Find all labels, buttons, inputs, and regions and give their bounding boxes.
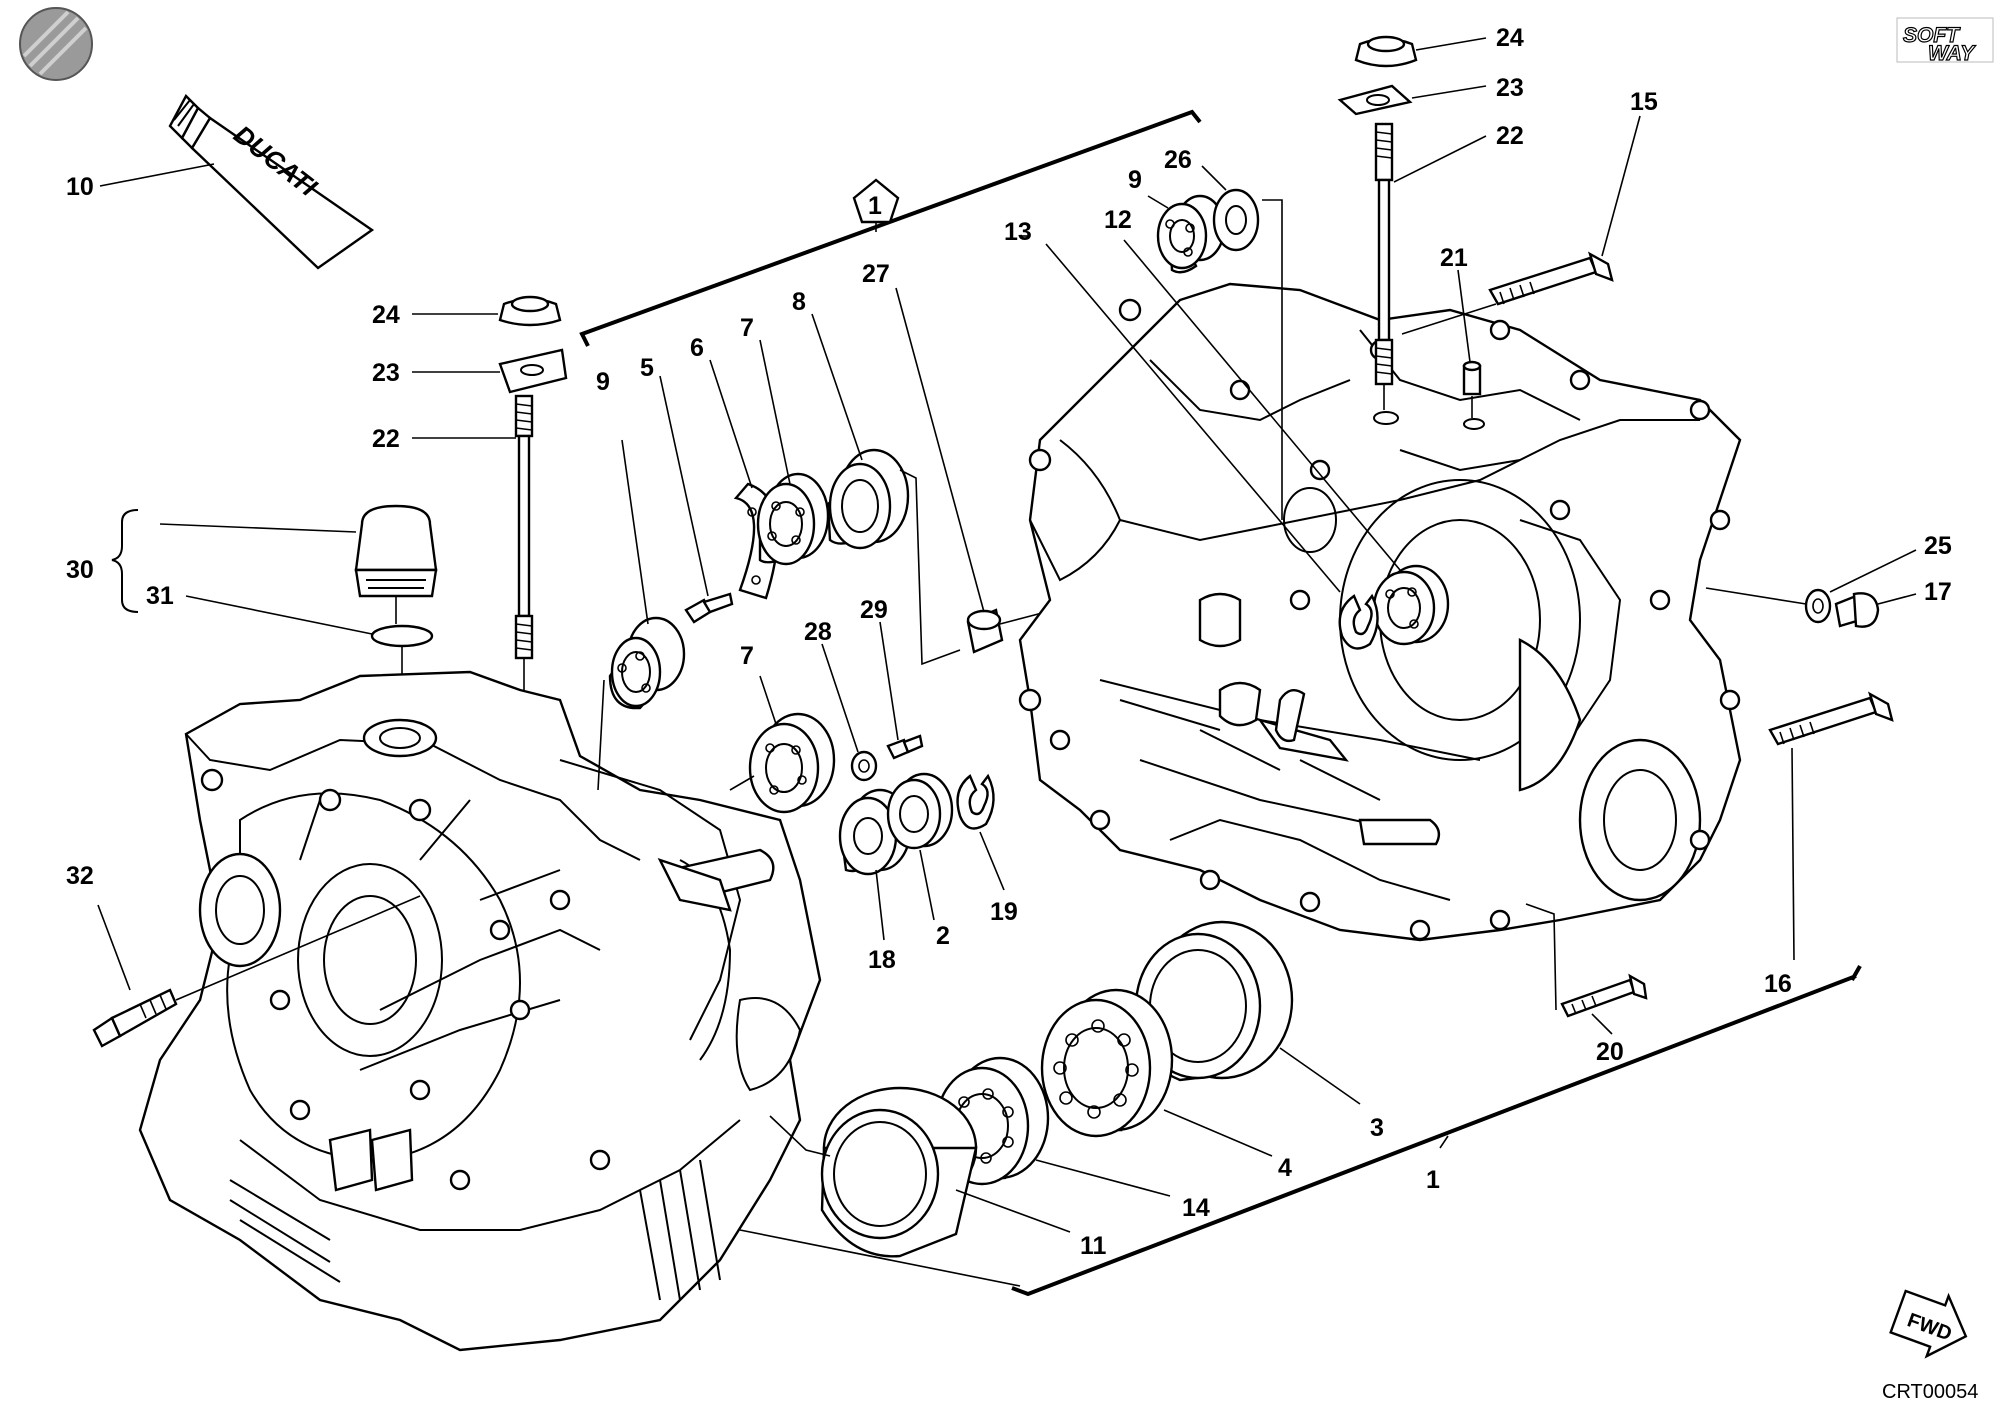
callout-9-left: 9 — [596, 368, 610, 396]
left-stud-assembly — [498, 295, 568, 790]
right-stud-assembly — [1337, 35, 1418, 425]
softway-logo-bottom: WAY — [1928, 42, 1976, 65]
callout-27: 27 — [862, 260, 890, 288]
callout-18: 18 — [868, 946, 896, 974]
forward-arrow-icon: FWD — [1889, 1289, 1968, 1359]
circlip-19 — [956, 773, 995, 830]
sealant-tube: DUCATI — [168, 94, 375, 270]
screw-29 — [886, 734, 924, 760]
bearing-2 — [886, 772, 954, 850]
callout-1: 1 — [1426, 1166, 1440, 1194]
catalog-badge-icon — [19, 7, 93, 81]
dowel-21 — [1462, 360, 1482, 396]
callout-16: 16 — [1764, 970, 1792, 998]
assembly-marker-1: 1 — [868, 192, 882, 220]
seal-18 — [838, 788, 912, 876]
callout-11: 11 — [1080, 1232, 1107, 1260]
callout-22-left: 22 — [372, 425, 400, 453]
callout-10: 10 — [66, 173, 94, 201]
callout-31: 31 — [146, 582, 174, 610]
callout-12: 12 — [1104, 206, 1132, 234]
callout-24-left: 24 — [372, 301, 400, 329]
callout-2: 2 — [936, 922, 950, 950]
softway-logo-top: SOFT — [1903, 24, 1961, 47]
callout-13: 13 — [1004, 218, 1032, 246]
callout-23-left: 23 — [372, 359, 400, 387]
callout-24-right: 24 — [1496, 24, 1524, 52]
callout-21: 21 — [1440, 244, 1468, 272]
washer-25 — [1804, 588, 1832, 624]
bearing-7-top — [756, 472, 830, 566]
callout-30: 30 — [66, 556, 94, 584]
bolt-15 — [1488, 251, 1614, 306]
callout-14: 14 — [1182, 1194, 1210, 1222]
callout-25: 25 — [1924, 532, 1952, 560]
callout-7-top: 7 — [740, 314, 754, 342]
bolt-16 — [1768, 691, 1894, 746]
drawing-code: CRT00054 — [1882, 1381, 1978, 1403]
callout-6: 6 — [690, 334, 704, 362]
circlip-13 — [1338, 593, 1379, 650]
bearing-12 — [1372, 564, 1450, 646]
callout-17: 17 — [1924, 578, 1952, 606]
callout-8: 8 — [792, 288, 806, 316]
plug-17 — [1834, 592, 1880, 628]
dowel-27 — [966, 608, 1004, 654]
breather-plug — [354, 504, 438, 720]
callout-3: 3 — [1370, 1114, 1384, 1142]
callout-23-right: 23 — [1496, 74, 1524, 102]
left-crankcase-half — [138, 670, 822, 1352]
washer-28 — [850, 750, 878, 782]
callout-15: 15 — [1630, 88, 1658, 116]
callout-29: 29 — [860, 596, 888, 624]
bolt-20 — [1560, 973, 1648, 1018]
callout-28: 28 — [804, 618, 832, 646]
callout-9-right: 9 — [1128, 166, 1142, 194]
bearing-9-right — [1156, 194, 1226, 274]
screw-5 — [684, 592, 734, 624]
washer-26 — [1212, 188, 1260, 252]
callout-32: 32 — [66, 862, 94, 890]
bearing-7-bottom — [748, 712, 836, 814]
callout-26: 26 — [1164, 146, 1192, 174]
callout-19: 19 — [990, 898, 1018, 926]
bearing-9-left — [608, 616, 686, 710]
callout-4: 4 — [1278, 1154, 1292, 1182]
softway-logo: SOFT WAY — [1896, 17, 1994, 66]
left-bolt-32 — [92, 988, 178, 1048]
callout-20: 20 — [1596, 1038, 1624, 1066]
callout-7-bottom: 7 — [740, 642, 754, 670]
callout-22-right: 22 — [1496, 122, 1524, 150]
seal-8 — [826, 448, 910, 550]
seal-ring-11 — [820, 1086, 978, 1258]
bearing-4 — [1040, 988, 1174, 1138]
callout-5: 5 — [640, 354, 654, 382]
